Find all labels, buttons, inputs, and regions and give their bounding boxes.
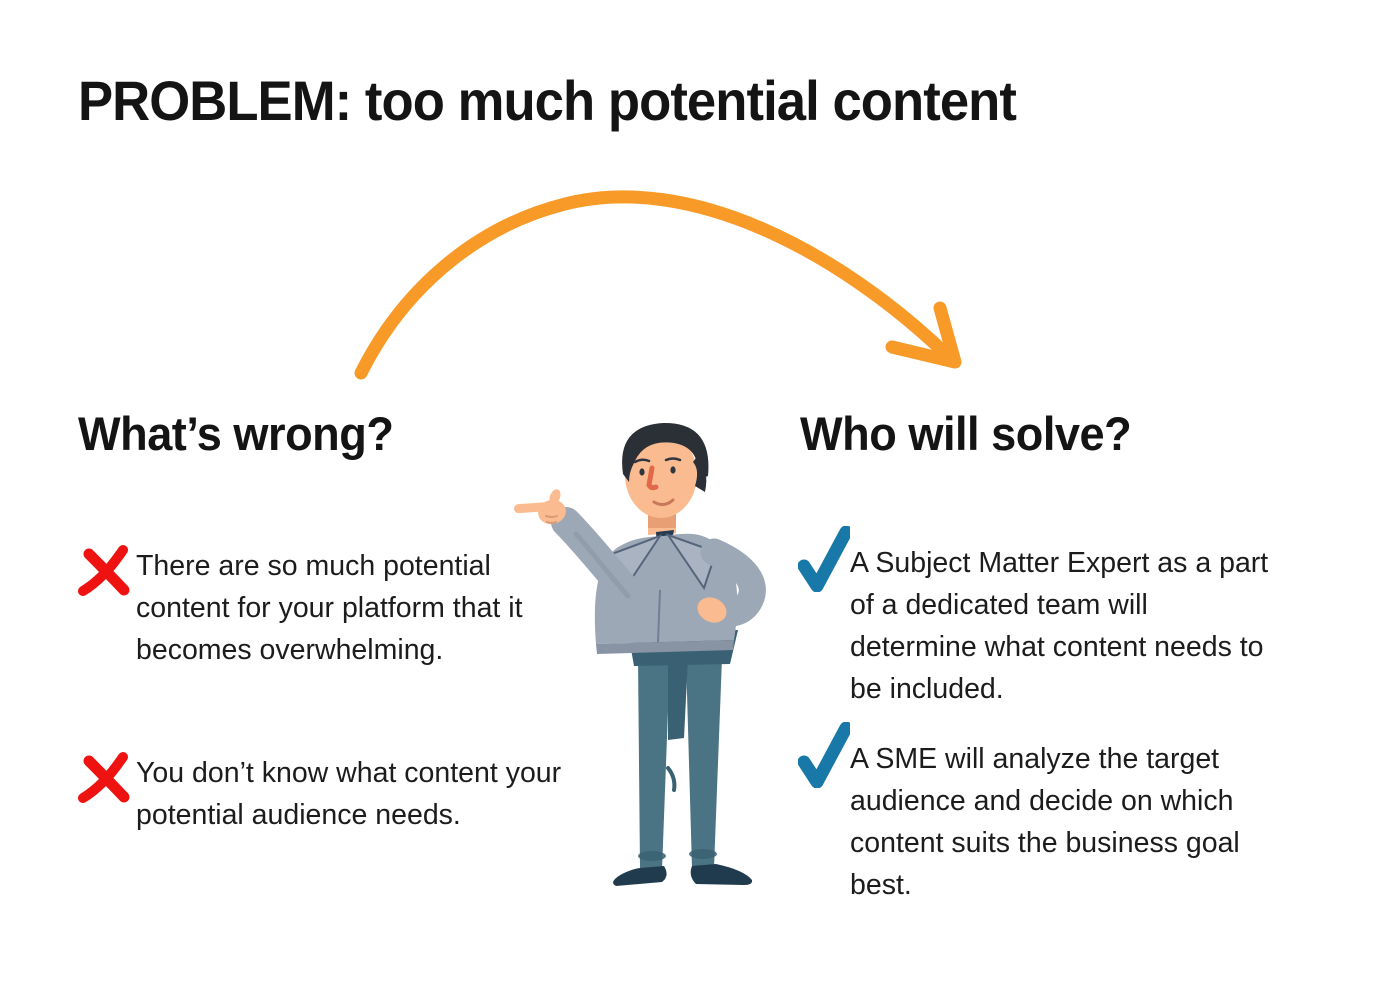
bullet-text: A SME will analyze the target audience a…: [850, 743, 1240, 901]
list-item: There are so much potential content for …: [78, 545, 598, 671]
check-icon: [798, 526, 850, 592]
cross-icon: [78, 545, 130, 596]
bullet-text: There are so much potential content for …: [136, 550, 523, 666]
cross-icon: [78, 752, 130, 803]
bullet-text: You don’t know what content your potenti…: [136, 757, 562, 831]
left-column-heading: What’s wrong?: [78, 407, 394, 460]
list-item: You don’t know what content your potenti…: [78, 752, 618, 836]
bullet-text: A Subject Matter Expert as a part of a d…: [850, 547, 1269, 705]
list-item: A SME will analyze the target audience a…: [798, 722, 1328, 906]
list-item: A Subject Matter Expert as a part of a d…: [798, 526, 1328, 710]
page-title: PROBLEM: too much potential content: [78, 69, 1017, 132]
check-icon: [798, 722, 850, 788]
right-column-heading: Who will solve?: [800, 407, 1132, 460]
